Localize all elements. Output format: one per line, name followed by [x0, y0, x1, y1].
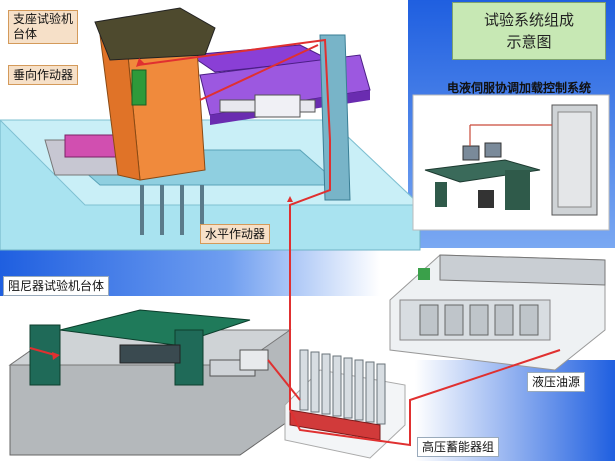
support-test-machine	[0, 7, 422, 251]
control-system-label: 电液伺服协调加载控制系统	[447, 81, 592, 95]
red-piping	[29, 38, 561, 447]
accumulator-label: 高压蓄能器组	[417, 437, 500, 457]
support-base-label-line-2: 台体	[13, 27, 38, 41]
horizontal-actuator-label: 水平作动器	[200, 224, 271, 244]
pipe-arrow	[136, 58, 145, 67]
support-base-label: 支座试验机 台体	[8, 10, 79, 44]
title-line-2: 示意图	[506, 33, 552, 51]
title-box: 试验系统组成 示意图	[452, 2, 606, 60]
pipe-arrow	[287, 196, 293, 202]
damper-test-machine	[0, 300, 300, 461]
control-system	[412, 94, 610, 231]
hydraulic-source	[389, 254, 606, 371]
support-base-label-line-1: 支座试验机	[13, 12, 74, 26]
damper-base-label: 阻尼器试验机台体	[3, 276, 110, 296]
title-line-1: 试验系统组成	[483, 11, 574, 29]
vertical-actuator-label: 垂向作动器	[8, 65, 79, 85]
hydraulic-source-label: 液压油源	[527, 372, 586, 392]
pipe-arrow	[52, 352, 60, 360]
